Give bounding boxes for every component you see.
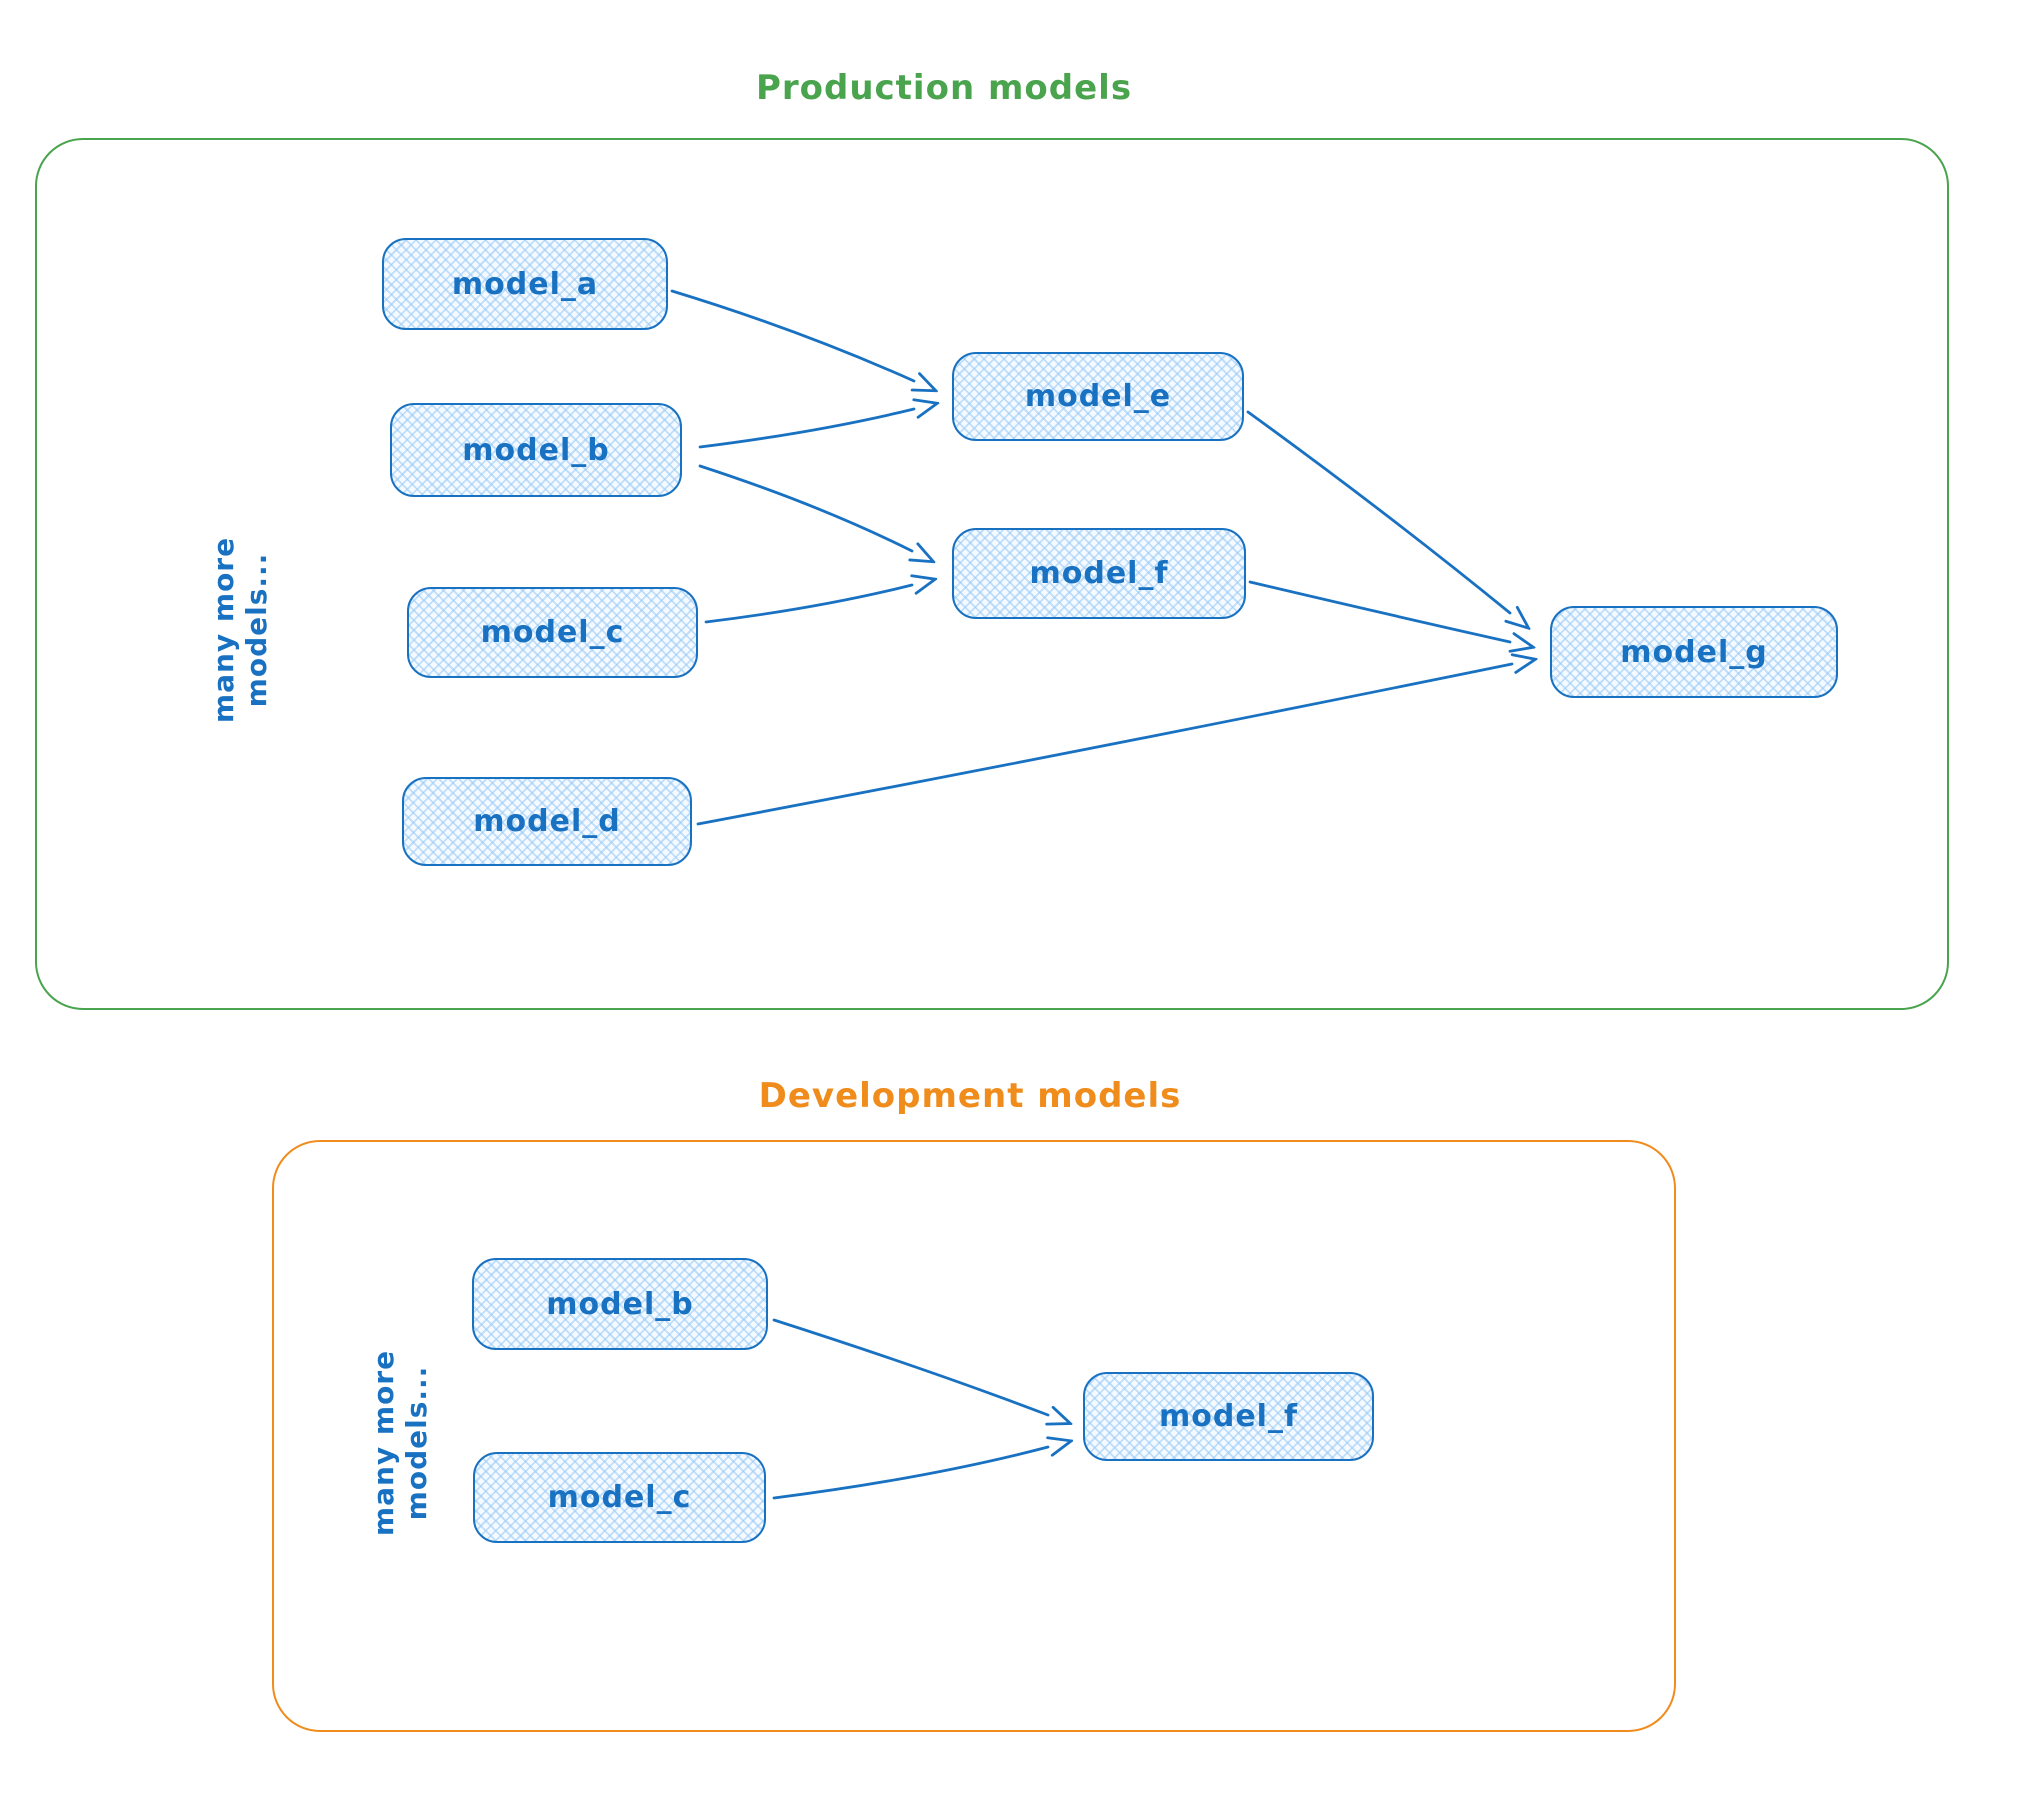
node-label: model_f xyxy=(1158,1399,1299,1434)
node-label: model_b xyxy=(546,1286,694,1322)
node-production-model_d: model_d xyxy=(402,777,692,866)
node-label: model_d xyxy=(473,804,621,839)
development-side-label: many more models... xyxy=(367,1349,433,1537)
node-label: model_f xyxy=(1029,556,1169,591)
node-label: model_c xyxy=(480,615,625,650)
node-development-model_b: model_b xyxy=(472,1258,768,1350)
node-production-model_f: model_f xyxy=(952,528,1246,619)
node-label: model_c xyxy=(547,1480,692,1515)
node-label: model_g xyxy=(1620,634,1768,670)
node-label: model_a xyxy=(451,266,599,302)
development-group-frame xyxy=(272,1140,1676,1732)
node-production-model_a: model_a xyxy=(382,238,668,330)
node-label: model_e xyxy=(1024,379,1172,414)
node-development-model_c: model_c xyxy=(473,1452,766,1543)
node-production-model_c: model_c xyxy=(407,587,698,678)
node-production-model_g: model_g xyxy=(1550,606,1838,698)
production-side-label: many more models... xyxy=(207,536,273,724)
development-section-title: Development models xyxy=(758,1076,1182,1116)
node-production-model_e: model_e xyxy=(952,352,1244,441)
production-group-frame xyxy=(35,138,1949,1010)
node-development-model_f: model_f xyxy=(1083,1372,1374,1461)
production-section-title: Production models xyxy=(755,68,1133,108)
node-production-model_b: model_b xyxy=(390,403,682,497)
node-label: model_b xyxy=(462,432,610,468)
